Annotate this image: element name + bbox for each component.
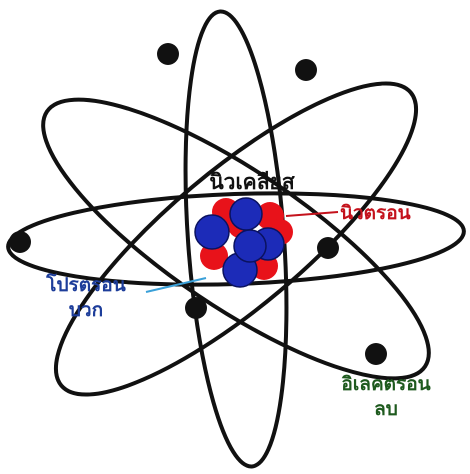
proton: [234, 230, 266, 262]
nucleus: [195, 198, 293, 287]
electron: [185, 297, 207, 319]
nucleus-label: นิวเคลียส: [209, 170, 295, 194]
neutron-label: นิวตรอน: [340, 202, 411, 224]
proton: [230, 198, 262, 230]
electron: [365, 343, 387, 365]
electron-label-line1: อิเลคตรอน: [341, 373, 430, 395]
electron: [295, 59, 317, 81]
electron: [157, 43, 179, 65]
electron: [9, 231, 31, 253]
proton-label-line1: โปรตรอน: [45, 273, 125, 296]
electron-label-line2: ลบ: [374, 398, 398, 420]
electrons: [9, 43, 387, 365]
electron: [317, 237, 339, 259]
proton: [195, 215, 229, 249]
neutron-leader-line: [286, 212, 338, 216]
proton-label-line2: บวก: [69, 299, 103, 321]
